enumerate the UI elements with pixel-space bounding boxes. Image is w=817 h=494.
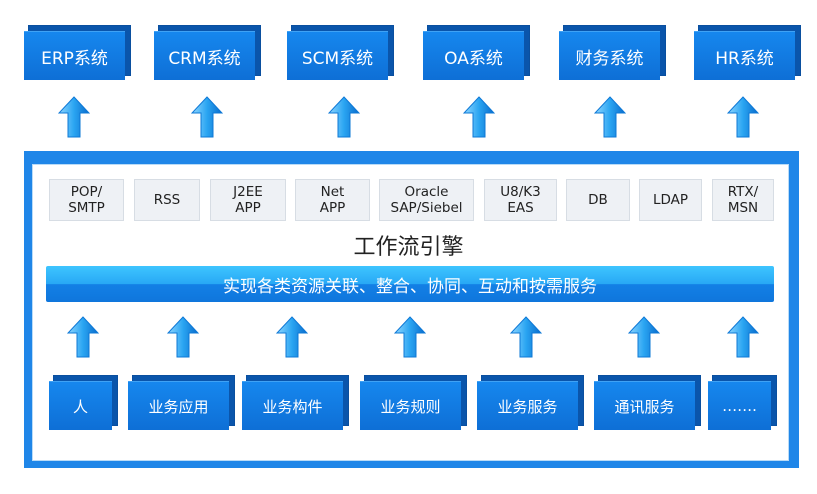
protocol-oracle: Oracle SAP/Siebel: [379, 179, 474, 221]
arrow-up-icon: [67, 316, 99, 358]
arrow-up-icon: [191, 96, 223, 138]
arrow-up-icon: [328, 96, 360, 138]
protocol-rtx: RTX/ MSN: [712, 179, 774, 221]
system-box-crm: CRM系统: [154, 31, 255, 80]
arrow-up-icon: [167, 316, 199, 358]
arrow-up-icon: [276, 316, 308, 358]
bottom-box-more: …….: [708, 381, 771, 430]
bottom-box-business-component: 业务构件: [242, 381, 343, 430]
engine-title: 工作流引擎: [353, 235, 464, 260]
arrow-up-icon: [727, 316, 759, 358]
arrow-up-icon: [594, 96, 626, 138]
protocol-u8: U8/K3 EAS: [484, 179, 557, 221]
bottom-box-people: 人: [49, 381, 112, 430]
arrow-up-icon: [628, 316, 660, 358]
system-box-finance: 财务系统: [559, 31, 660, 80]
protocol-net: Net APP: [295, 179, 370, 221]
protocol-db: DB: [566, 179, 630, 221]
arrow-up-icon: [394, 316, 426, 358]
system-box-erp: ERP系统: [24, 31, 125, 80]
arrow-up-icon: [58, 96, 90, 138]
system-box-hr: HR系统: [694, 31, 795, 80]
protocol-ldap: LDAP: [639, 179, 702, 221]
system-box-oa: OA系统: [423, 31, 524, 80]
system-box-scm: SCM系统: [287, 31, 388, 80]
bottom-box-business-service: 业务服务: [477, 381, 578, 430]
bottom-box-business-rules: 业务规则: [360, 381, 461, 430]
protocol-j2ee: J2EE APP: [210, 179, 286, 221]
arrow-up-icon: [727, 96, 759, 138]
arrow-up-icon: [463, 96, 495, 138]
bottom-box-comm-service: 通讯服务: [594, 381, 695, 430]
arrow-up-icon: [510, 316, 542, 358]
protocol-rss: RSS: [134, 179, 200, 221]
service-bar: 实现各类资源关联、整合、协同、互动和按需服务: [46, 266, 774, 302]
protocol-pop-smtp: POP/ SMTP: [49, 179, 124, 221]
bottom-box-business-app: 业务应用: [128, 381, 229, 430]
